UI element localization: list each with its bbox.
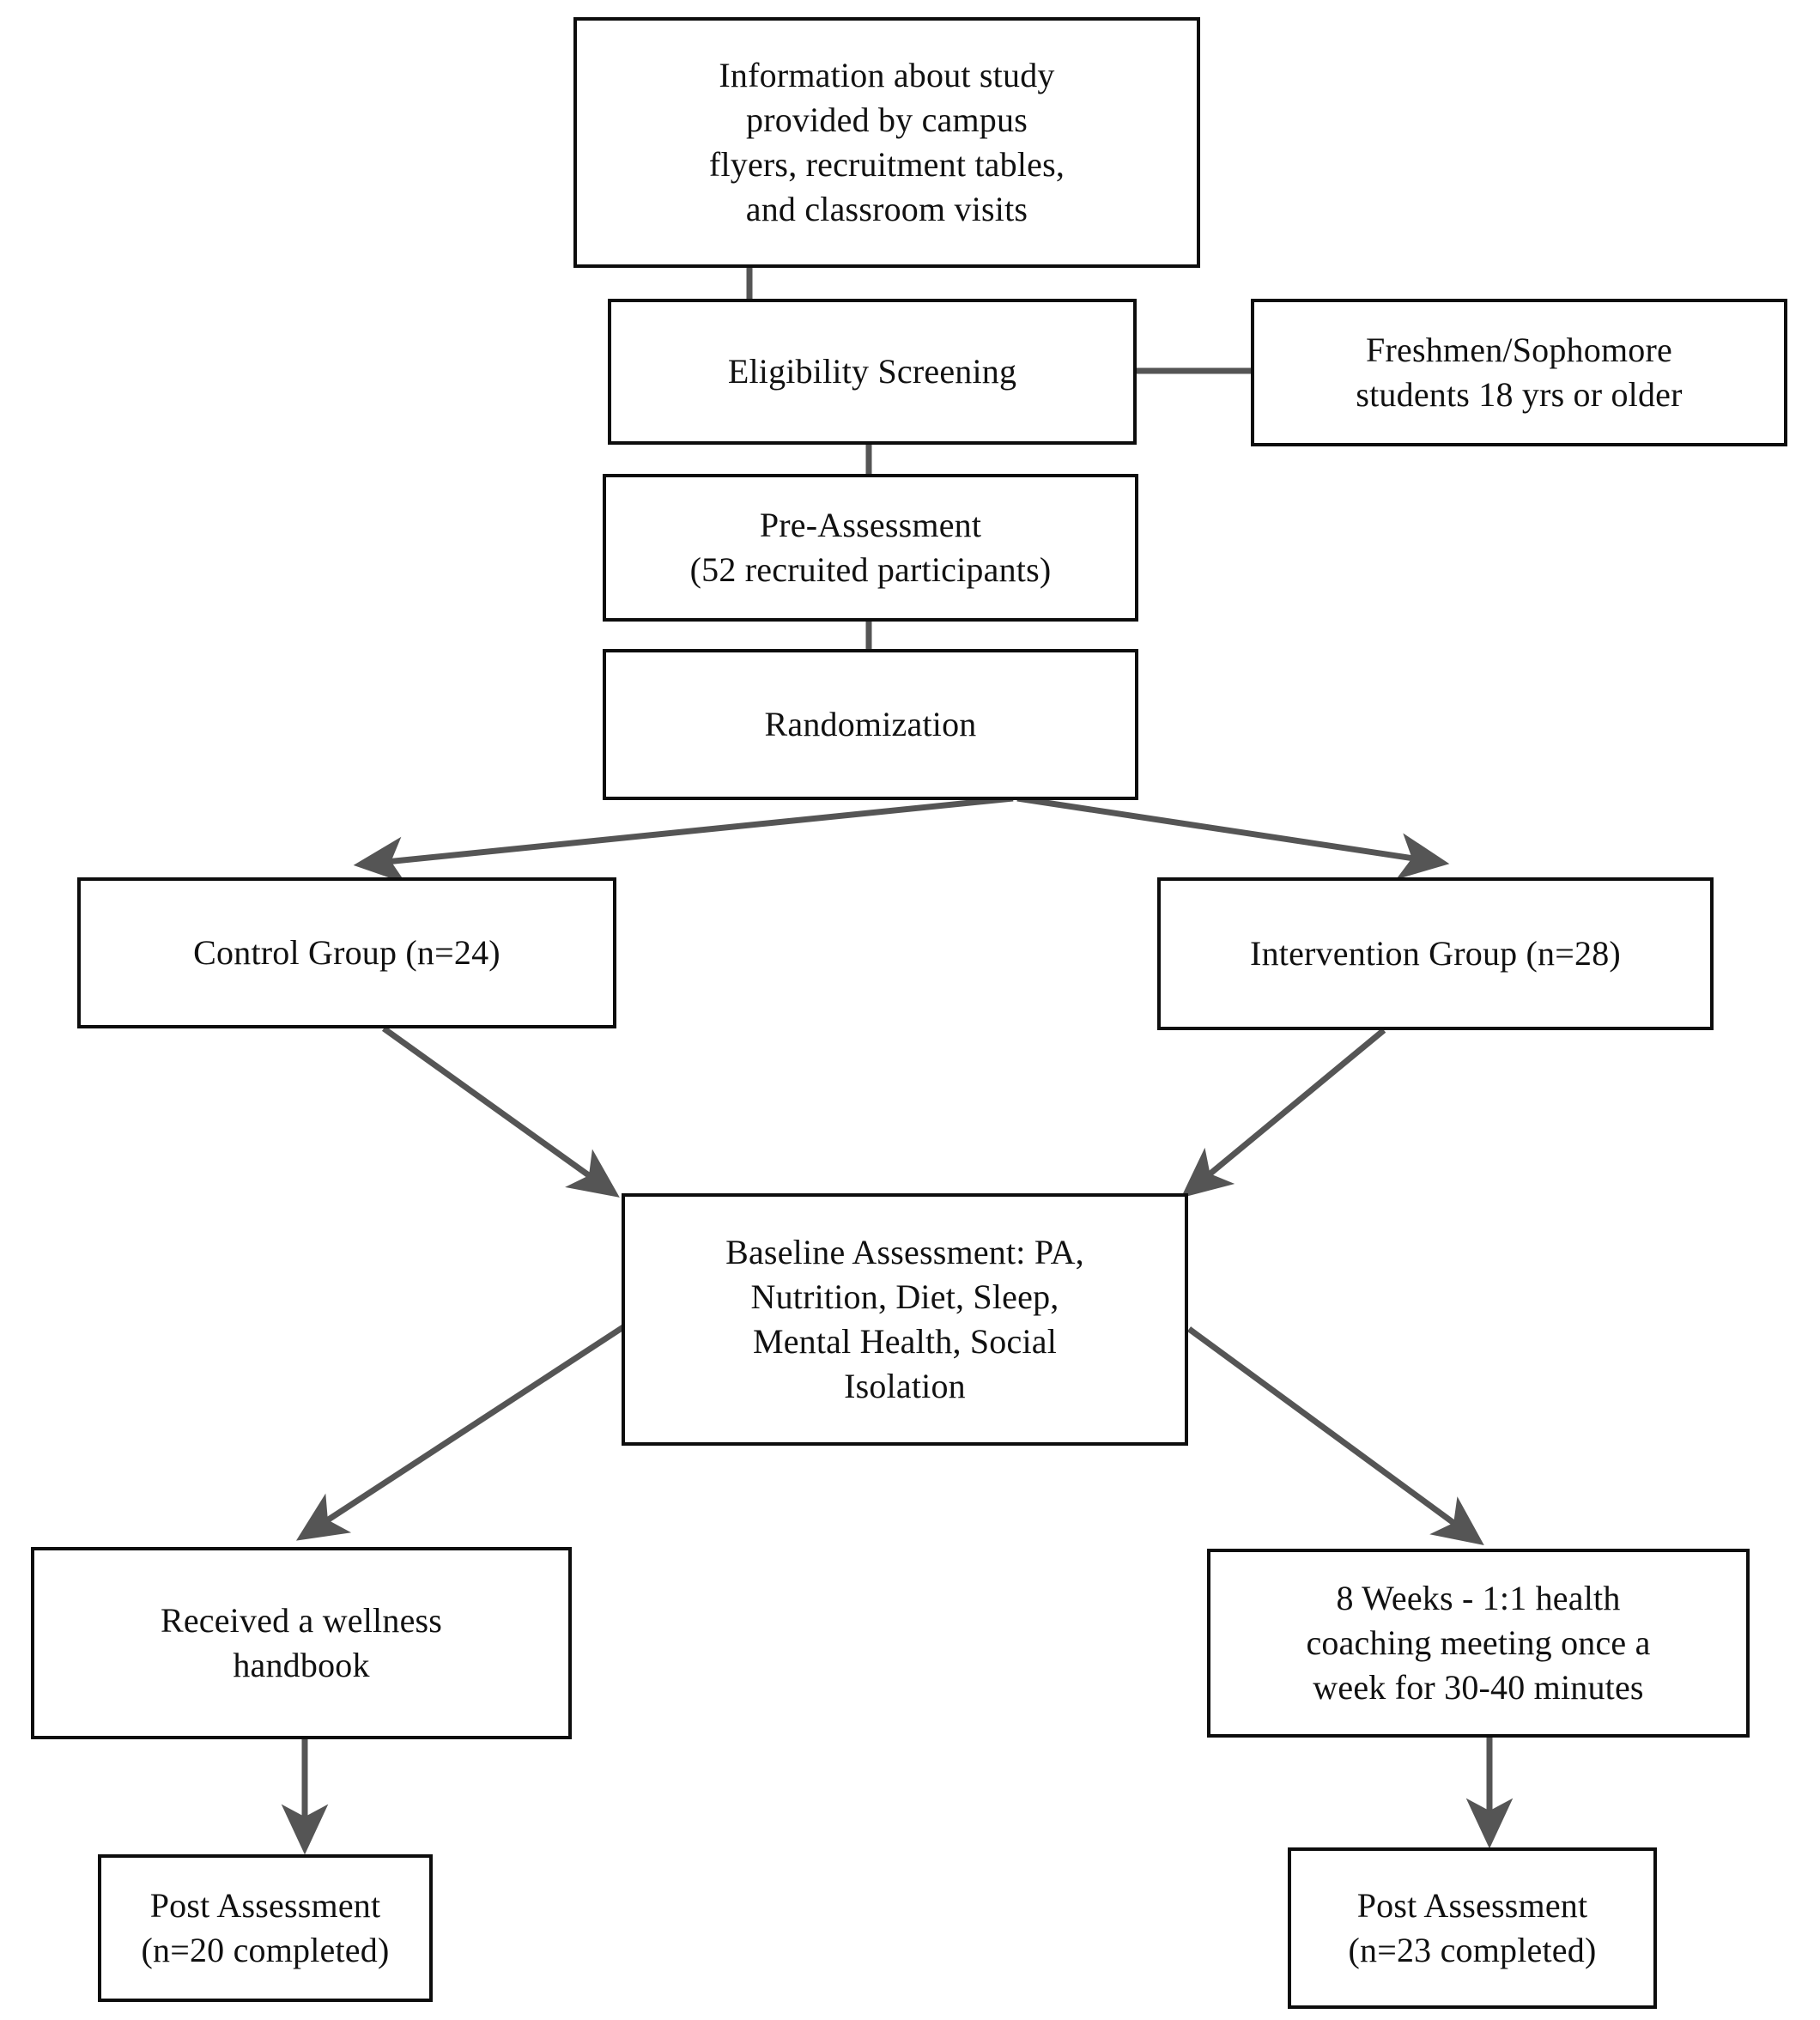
node-randomization[interactable]: Randomization	[603, 649, 1138, 800]
node-health-coaching-label: 8 Weeks - 1:1 health coaching meeting on…	[1306, 1579, 1651, 1707]
node-control-group[interactable]: Control Group (n=24)	[77, 877, 616, 1028]
node-wellness-handbook-label: Received a wellness handbook	[160, 1601, 443, 1684]
node-eligibility[interactable]: Eligibility Screening	[608, 299, 1137, 445]
edge-control-group-to-baseline-assessment	[381, 1026, 620, 1198]
node-post-assessment-control[interactable]: Post Assessment (n=20 completed)	[98, 1854, 433, 2002]
node-criteria[interactable]: Freshmen/Sophomore students 18 yrs or ol…	[1251, 299, 1787, 446]
node-health-coaching[interactable]: 8 Weeks - 1:1 health coaching meeting on…	[1207, 1549, 1750, 1738]
node-post-assessment-intervention-label: Post Assessment (n=23 completed)	[1348, 1886, 1597, 1969]
edge-baseline-assessment-to-health-coaching	[1186, 1326, 1484, 1545]
node-post-assessment-intervention[interactable]: Post Assessment (n=23 completed)	[1288, 1847, 1657, 2009]
edge-randomization-to-intervention-group	[1016, 795, 1450, 880]
node-recruitment[interactable]: Information about study provided by camp…	[573, 17, 1200, 268]
edge-randomization-to-control-group	[353, 795, 1014, 884]
edge-baseline-assessment-to-wellness-handbook	[295, 1319, 633, 1541]
node-control-group-label: Control Group (n=24)	[193, 933, 500, 972]
node-intervention-group[interactable]: Intervention Group (n=28)	[1157, 877, 1714, 1030]
node-pre-assessment[interactable]: Pre-Assessment (52 recruited participant…	[603, 474, 1138, 622]
node-recruitment-label: Information about study provided by camp…	[708, 56, 1065, 228]
node-wellness-handbook[interactable]: Received a wellness handbook	[31, 1547, 572, 1739]
edge-intervention-group-to-baseline-assessment	[1180, 1028, 1386, 1198]
node-randomization-label: Randomization	[764, 705, 977, 743]
node-post-assessment-control-label: Post Assessment (n=20 completed)	[141, 1886, 390, 1969]
node-criteria-label: Freshmen/Sophomore students 18 yrs or ol…	[1356, 331, 1683, 414]
node-eligibility-label: Eligibility Screening	[727, 352, 1017, 391]
node-pre-assessment-label: Pre-Assessment (52 recruited participant…	[689, 506, 1052, 589]
node-baseline-assessment[interactable]: Baseline Assessment: PA, Nutrition, Diet…	[622, 1193, 1188, 1446]
node-baseline-assessment-label: Baseline Assessment: PA, Nutrition, Diet…	[725, 1233, 1084, 1405]
node-intervention-group-label: Intervention Group (n=28)	[1250, 934, 1621, 973]
